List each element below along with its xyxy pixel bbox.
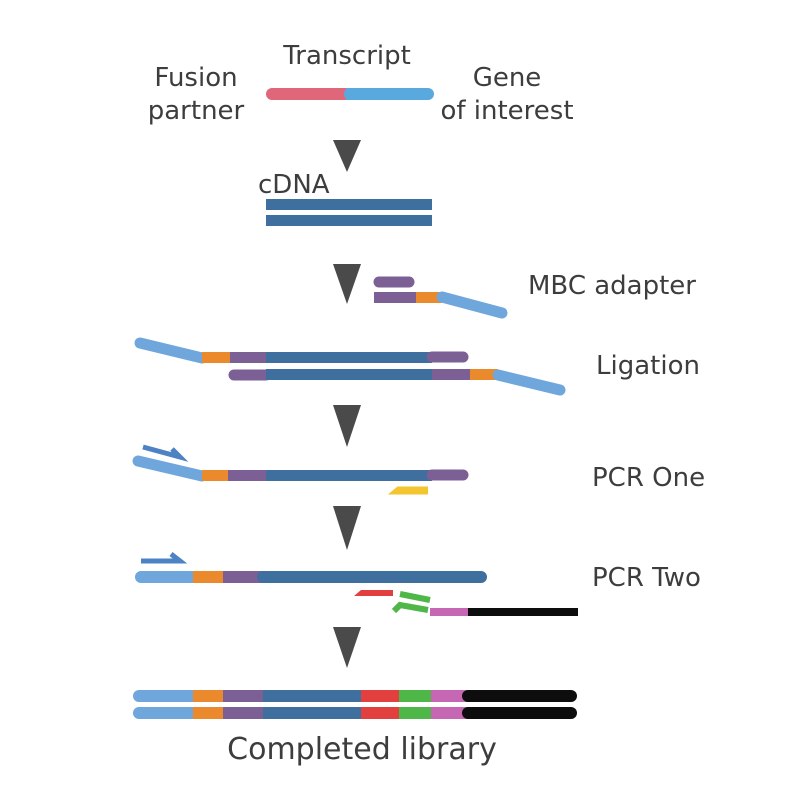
fusion-partner-label-2: partner: [148, 96, 245, 126]
library-top-adapter: [223, 690, 263, 702]
library-bottom-adapter: [223, 707, 263, 719]
adapter-tail: [436, 291, 508, 319]
pcr-two-index: [430, 608, 468, 616]
ligation-bottom-barcode: [470, 369, 498, 380]
green-primer-upper: [399, 591, 431, 603]
cdna-bottom-strand: [266, 215, 432, 226]
cdna-top-strand: [266, 199, 432, 210]
down-triangle-arrow-icon: [333, 506, 361, 550]
half-arrow-primer-icon: [354, 590, 393, 596]
transcript-strand: [266, 88, 434, 100]
cdna-label: cDNA: [258, 170, 330, 200]
library-top-cdna: [263, 690, 361, 702]
completed-library-label: Completed library: [227, 732, 497, 767]
down-triangle-arrow-icon: [333, 264, 361, 304]
fusion-partner-label: Fusion: [154, 63, 237, 93]
library-bottom-barcode: [193, 707, 223, 719]
pcr-two-label: PCR Two: [592, 563, 701, 593]
adapter-barcode: [416, 292, 442, 303]
ligation-label: Ligation: [596, 351, 700, 381]
ligation-bottom-cdna: [266, 369, 432, 380]
pcr-one-cdna: [266, 470, 432, 481]
library-top-red: [361, 690, 399, 702]
ligation-top-adapter: [230, 352, 266, 363]
mbc-adapter-label: MBC adapter: [528, 271, 696, 301]
library-bottom-index: [431, 707, 468, 719]
library-top-barcode: [193, 690, 223, 702]
pcr-two-product: [135, 552, 578, 616]
library-bottom-cdna: [263, 707, 361, 719]
library-top-green: [399, 690, 431, 702]
pcr-one-product: [132, 444, 469, 495]
library-bottom-red: [361, 707, 399, 719]
pcr-one-adapter: [228, 470, 266, 481]
transcript-label: Transcript: [282, 41, 411, 71]
adapter-purple-block: [374, 292, 416, 303]
gene-label: Gene: [473, 63, 542, 93]
half-arrow-primer-icon: [391, 601, 429, 614]
down-triangle-arrow-icon: [333, 405, 361, 447]
down-triangle-arrow-icon: [333, 140, 361, 172]
half-arrow-primer-icon: [387, 486, 428, 495]
mbc-adapter: [373, 276, 508, 319]
ligation-bottom-tail: [492, 369, 566, 396]
half-arrow-primer-icon: [141, 552, 188, 564]
down-triangle-arrow-icon: [333, 627, 361, 668]
pcr-one-tail: [132, 455, 208, 482]
library-bottom-green: [399, 707, 431, 719]
pcr-one-barcode: [202, 470, 228, 481]
ligation-bottom-adapter: [432, 369, 470, 380]
half-arrow-primer-icon: [142, 444, 189, 462]
ligation-top-tail: [134, 337, 208, 364]
cdna-duplex: [266, 199, 432, 226]
completed-library: [133, 690, 577, 719]
pcr-two-sequencer-adapter: [468, 608, 578, 616]
pcr-one-label: PCR One: [592, 463, 705, 493]
ligation-top-barcode: [202, 352, 230, 363]
pcr-two-barcode: [193, 571, 223, 583]
gene-label-2: of interest: [440, 96, 573, 126]
library-top-index: [431, 690, 468, 702]
ligation-top-cdna: [266, 352, 432, 363]
ligation-product: [134, 337, 566, 396]
pcr-two-adapter: [223, 571, 263, 583]
